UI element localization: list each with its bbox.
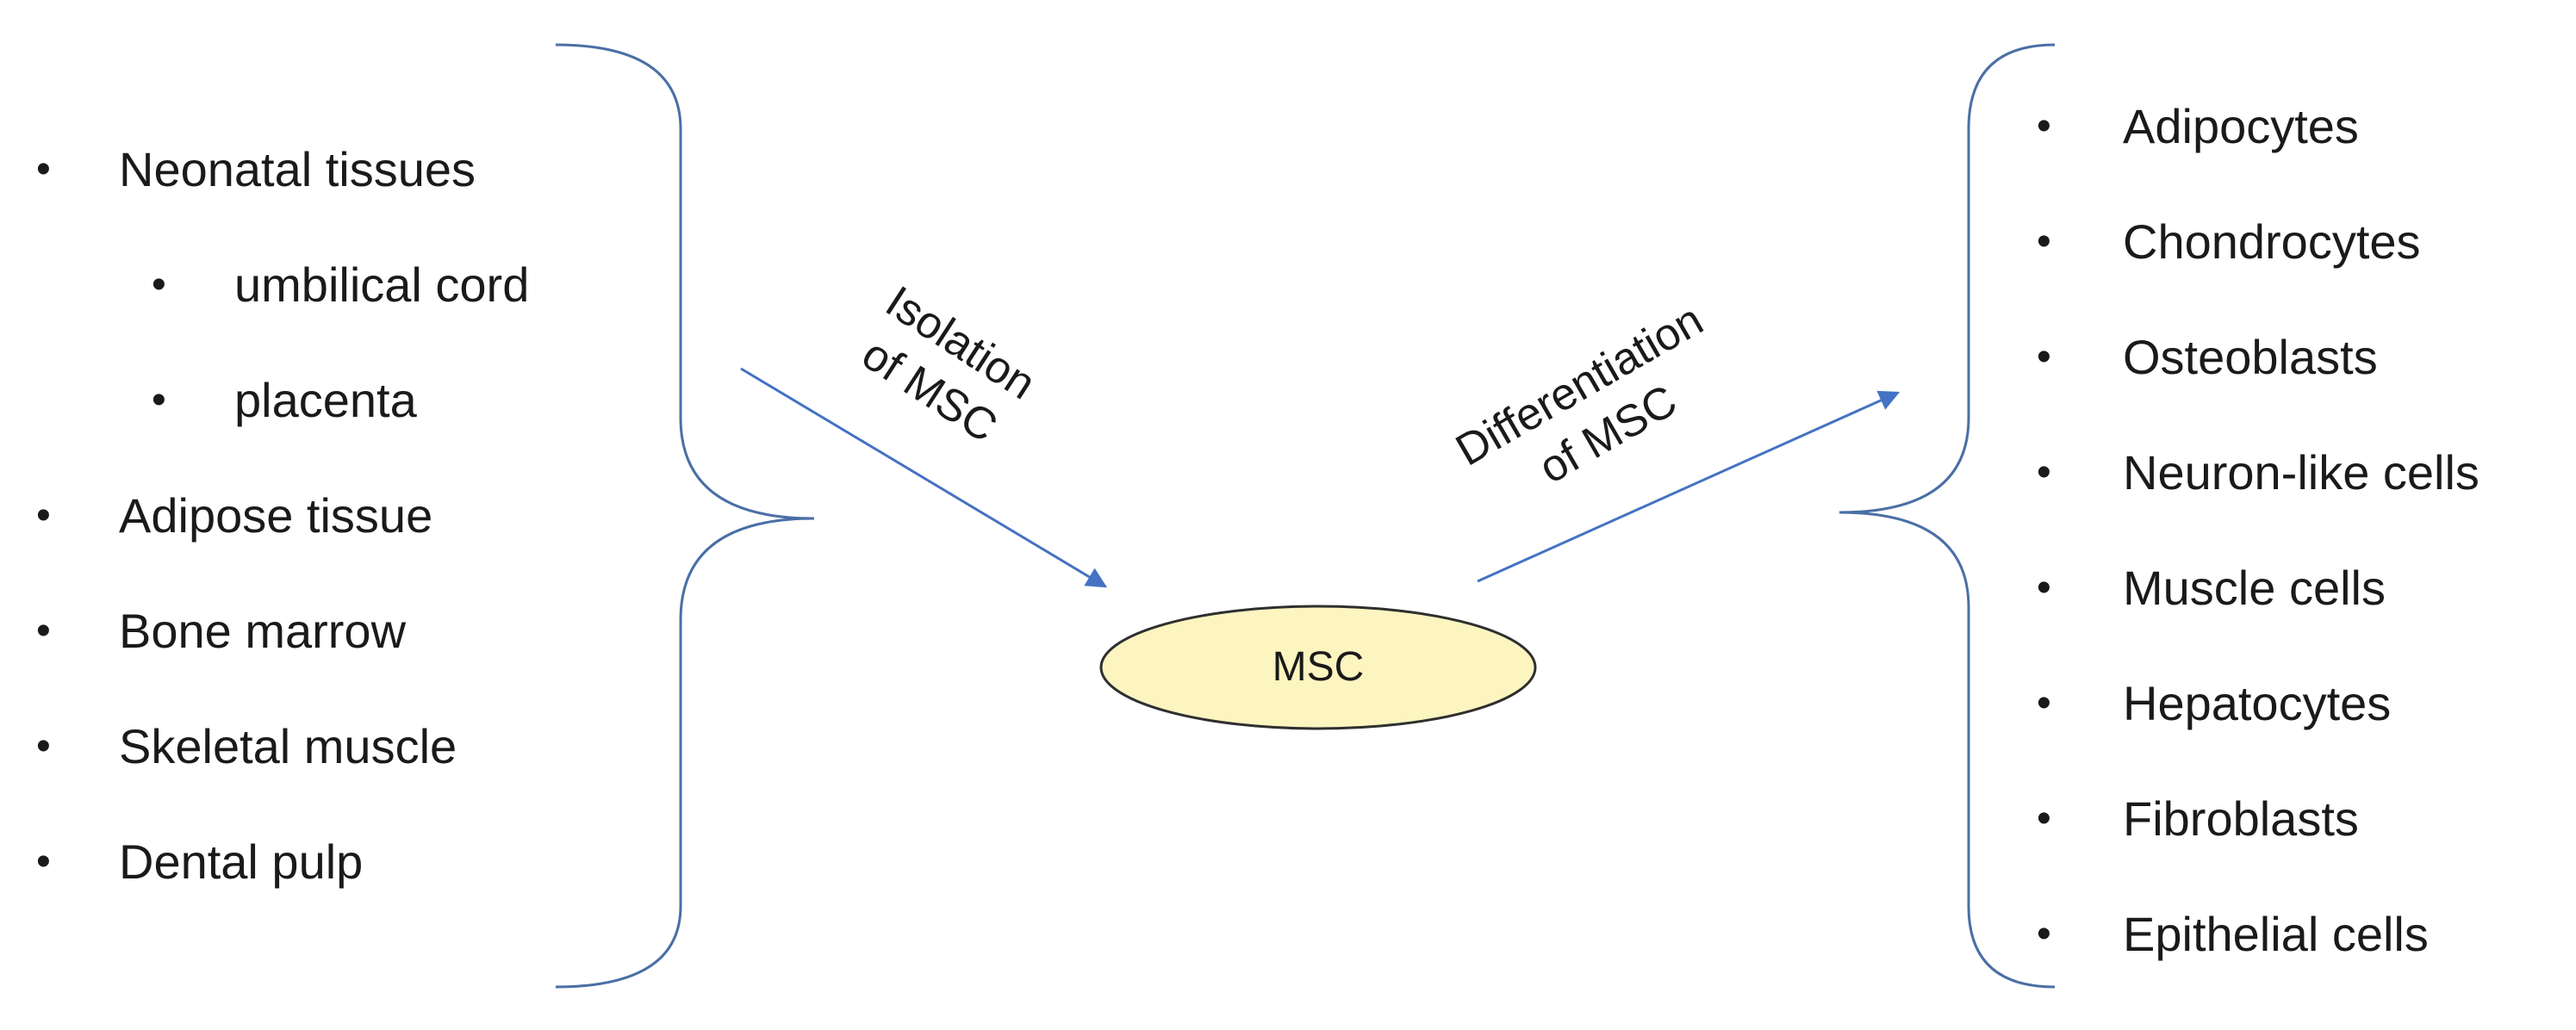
bullet-dot-icon: • bbox=[2037, 219, 2051, 264]
target-item-label: Osteoblasts bbox=[2123, 330, 2378, 384]
target-item-label: Adipocytes bbox=[2123, 99, 2359, 153]
bullet-dot-icon: • bbox=[36, 146, 51, 192]
bullet-dot-icon: • bbox=[36, 608, 51, 654]
bullet-dot-icon: • bbox=[2037, 450, 2051, 495]
bullet-dot-icon: • bbox=[2037, 911, 2051, 957]
target-item-label: Muscle cells bbox=[2123, 561, 2386, 615]
right-curly-brace bbox=[1839, 43, 2056, 989]
bullet-dot-icon: • bbox=[152, 377, 166, 423]
msc-node bbox=[1099, 605, 1537, 730]
differentiation-arrow bbox=[1477, 390, 1901, 583]
bullet-dot-icon: • bbox=[36, 839, 51, 884]
bullet-dot-icon: • bbox=[2037, 796, 2051, 841]
source-item-label: Neonatal tissues bbox=[119, 142, 476, 196]
source-item-label: Bone marrow bbox=[119, 604, 407, 658]
target-item-label: Fibroblasts bbox=[2123, 791, 2359, 846]
bullet-dot-icon: • bbox=[2037, 334, 2051, 380]
source-item-label: Skeletal muscle bbox=[119, 719, 457, 773]
source-item-label: Adipose tissue bbox=[119, 488, 433, 543]
target-item-label: Epithelial cells bbox=[2123, 907, 2429, 961]
bullet-dot-icon: • bbox=[2037, 680, 2051, 726]
isolation-arrow bbox=[740, 367, 1108, 588]
msc-node-label: MSC bbox=[1272, 644, 1365, 690]
target-item-label: Neuron-like cells bbox=[2123, 445, 2480, 499]
bullet-dot-icon: • bbox=[2037, 103, 2051, 149]
source-item-label: Dental pulp bbox=[119, 835, 364, 889]
target-item-label: Chondrocytes bbox=[2123, 214, 2421, 269]
left-curly-brace bbox=[555, 43, 815, 989]
source-item-label: placenta bbox=[234, 373, 417, 427]
bullet-dot-icon: • bbox=[152, 262, 166, 307]
bullet-dot-icon: • bbox=[36, 493, 51, 538]
bullet-dot-icon: • bbox=[36, 723, 51, 769]
bullet-dot-icon: • bbox=[2037, 565, 2051, 611]
target-item-label: Hepatocytes bbox=[2123, 676, 2392, 730]
source-item-label: umbilical cord bbox=[234, 258, 530, 312]
